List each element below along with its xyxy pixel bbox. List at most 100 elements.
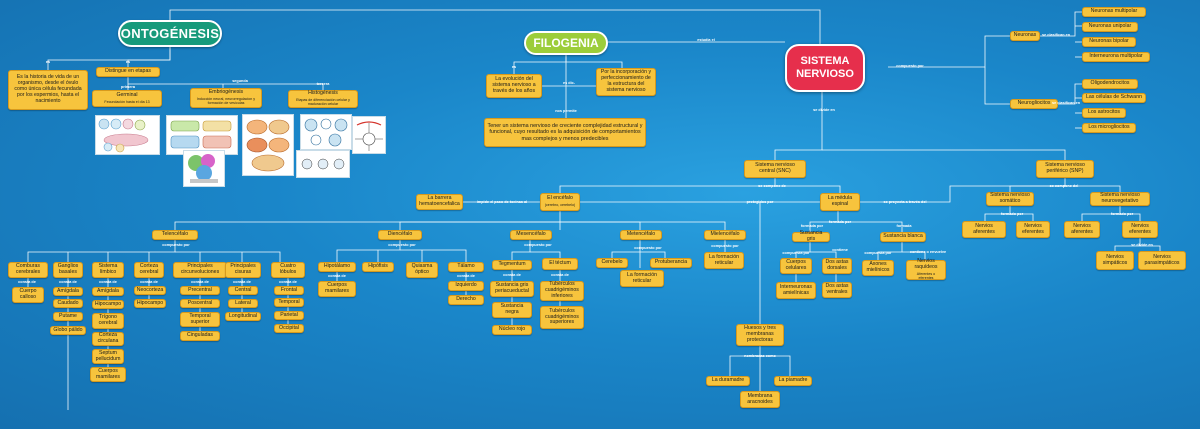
ganglios-sub-1[interactable]: Amígdala [53,287,83,296]
somatico-node[interactable]: Sistema nervioso somático [986,192,1034,206]
mes-item-tectum[interactable]: El téctum [542,258,578,270]
limbico-sub-6[interactable]: Cuerpos mamilares [90,367,126,382]
mesencefalo-node[interactable]: Mesencéfalo [510,230,552,240]
limbico-sub-5[interactable]: Septum pellucidum [92,349,124,364]
embriogenesis-node[interactable]: Embriogénesis Inducción neural, neurorre… [190,88,262,108]
tegmentum-sub-1[interactable]: Sustancia gris periacueductal [490,281,534,297]
cisuras-sub-1[interactable]: Central [228,286,258,295]
dien-item-hipotalamo[interactable]: Hipotálamo [318,262,356,272]
evolucion-node[interactable]: La evolución del sistema nervioso a trav… [486,74,542,98]
ganglios-sub-4[interactable]: Globo pálido [50,326,86,335]
germinal-node[interactable]: Germinal Fecundación hasta el día 13 [92,90,162,107]
dien-item-quiasma[interactable]: Quiasma óptico [406,262,438,278]
mielencefalo-node[interactable]: Mielencéfalo [704,230,746,240]
parasimpaticos-node[interactable]: Nervios parasimpáticos [1138,251,1186,270]
neuro-aferentes-node[interactable]: Nervios aferentes [1064,221,1100,238]
cisuras-sub-3[interactable]: Longitudinal [225,312,261,321]
duramadre-node[interactable]: La duramadre [706,376,750,386]
cisuras-sub-2[interactable]: Lateral [228,299,258,308]
dien-item-hipofisis[interactable]: Hipófisis [362,262,394,272]
lobulos-sub-2[interactable]: Temporal [274,298,304,307]
telencefalo-node[interactable]: Telencéfalo [152,230,198,240]
tel-item-ganglios[interactable]: Ganglios basales [53,262,83,278]
ontogenesis-definition[interactable]: Es la historia de vida de un organismo, … [8,70,88,110]
tel-item-limbico[interactable]: Sistema límbico [92,262,124,278]
sistema-nervioso-node[interactable]: SISTEMA NERVIOSO [785,44,865,92]
metencefalo-node[interactable]: Metencéfalo [620,230,662,240]
histogenesis-node[interactable]: Histogénesis Etapas de diferenciación ce… [288,90,358,108]
tel-item-circunvoluciones[interactable]: Principales circunvoluciones [173,262,227,278]
neurona-item-4[interactable]: Interneurona multipolar [1082,52,1150,62]
mes-item-tegmentum[interactable]: Tegmentum [492,260,532,270]
lobulos-sub-3[interactable]: Parietal [274,311,304,320]
huesos-node[interactable]: Huesos y tres membranas protectoras [736,324,784,346]
limbico-sub-4[interactable]: Corteza circulana [92,332,124,346]
glia-item-3[interactable]: Los astrocitos [1082,108,1126,118]
astas-dorsales-node[interactable]: Dos astas dorsales [822,258,852,274]
aracnoides-node[interactable]: Membrana aracnoides [740,391,780,408]
tectum-sub-2[interactable]: Tubérculos cuadrigéminos superiores [540,306,584,329]
dien-item-talamo[interactable]: Tálamo [448,262,484,272]
neurona-item-2[interactable]: Neuronas unipolar [1082,22,1138,32]
met-item-cerebelo[interactable]: Cerebelo [596,258,628,268]
piamadre-node[interactable]: La piamadre [774,376,812,386]
neurona-item-3[interactable]: Neuronas bipolar [1082,37,1136,47]
medula-node[interactable]: La médula espinal [820,193,860,211]
corteza-sub-1[interactable]: Neocorteza [134,286,166,295]
incorporacion-node[interactable]: Por la incorporación y perfeccionamiento… [596,68,656,96]
snc-node[interactable]: Sistema nervioso central (SNC) [744,160,806,178]
glia-item-4[interactable]: Los microgliocitos [1082,123,1136,133]
comburas-sub-1[interactable]: Cuerpo calloso [12,287,44,303]
ontogenesis-title[interactable]: ONTOGÉNESIS [118,20,222,47]
neurogliocitos-node[interactable]: Neurogliocitos [1010,99,1058,109]
somatico-eferentes-node[interactable]: Nervios eferentes [1016,221,1050,238]
lobulos-sub-1[interactable]: Frontal [274,286,304,295]
diencefalo-node[interactable]: Diencéfalo [378,230,422,240]
tel-item-cisuras[interactable]: Principales cisuras [225,262,261,278]
tegmentum-sub-2[interactable]: Sustancia negra [492,302,532,318]
tener-node[interactable]: Tener un sistema nervioso de creciente c… [484,118,646,147]
simpaticos-node[interactable]: Nervios simpáticos [1096,251,1134,270]
tectum-sub-1[interactable]: Tubérculos cuadrigéminos inferiores [540,281,584,301]
ganglios-sub-3[interactable]: Putame [53,312,83,321]
cuerpos-celulares-node[interactable]: Cuerpos celulares [780,258,812,274]
sustancia-blanca-node[interactable]: Sustancia blanca [880,232,926,242]
met-item-protuberancia[interactable]: Protuberancia [650,258,692,268]
hipotalamo-sub-1[interactable]: Cuerpos mamilares [318,281,356,297]
tel-item-corteza[interactable]: Corteza cerebral [134,262,164,278]
glia-item-2[interactable]: Las células de Schwann [1082,93,1146,103]
distingue-etapas-node[interactable]: Distingue en etapas [96,67,160,77]
snp-node[interactable]: Sistema nervioso periférico (SNP) [1036,160,1094,178]
astas-ventrales-node[interactable]: Dos astas ventrales [822,282,852,298]
barrera-node[interactable]: La barrera hematoencefalica [416,194,463,210]
talamo-sub-1[interactable]: Izquierdo [448,281,484,291]
miel-item-formacion[interactable]: La formación reticular [704,252,744,269]
ganglios-sub-2[interactable]: Caudado [53,299,83,308]
nervios-raquideos-node[interactable]: Nervios raquídeos Aferentes o eferentes [906,258,946,280]
somatico-aferentes-node[interactable]: Nervios aferentes [962,221,1006,238]
met-item-formacion[interactable]: La formación reticular [620,270,664,287]
limbico-sub-2[interactable]: Hipocampo [92,300,124,309]
corteza-sub-2[interactable]: Hipocampo [134,299,166,308]
axones-node[interactable]: Axones mielínicos [862,260,894,276]
circunv-sub-1[interactable]: Precentral [180,286,220,295]
sustancia-gris-node[interactable]: Sustancia gris [792,230,830,242]
tegmentum-sub-3[interactable]: Núcleo rojo [492,325,532,335]
tel-item-comburas[interactable]: Comburas cerebrales [8,262,48,278]
limbico-sub-1[interactable]: Amígdala [92,287,124,296]
talamo-sub-2[interactable]: Derecho [448,295,484,305]
lobulos-sub-4[interactable]: Occipital [274,324,304,333]
circunv-sub-2[interactable]: Poscentral [180,299,220,308]
glia-item-1[interactable]: Oligodendrocitos [1082,79,1138,89]
neuronas-node[interactable]: Neuronas [1010,31,1040,41]
interneuronas-node[interactable]: Interneuronas amielínicas [776,282,816,299]
neuro-eferentes-node[interactable]: Nervios eferentes [1122,221,1158,238]
neurona-item-1[interactable]: Neuronas multipolar [1082,7,1146,17]
circunv-sub-4[interactable]: Cinguladas [180,331,220,341]
tel-item-lobulos[interactable]: Cuatro lóbulos [271,262,305,278]
circunv-sub-3[interactable]: Temporal superior [180,312,220,327]
encefalo-node[interactable]: El encéfalo (cerebro, cerebelo) [540,193,580,211]
filogenia-title[interactable]: FILOGENIA [524,31,608,55]
neurovegetativo-node[interactable]: Sistema nervioso neurovegetativo [1090,192,1150,206]
limbico-sub-3[interactable]: Trígono cerebral [92,313,124,329]
